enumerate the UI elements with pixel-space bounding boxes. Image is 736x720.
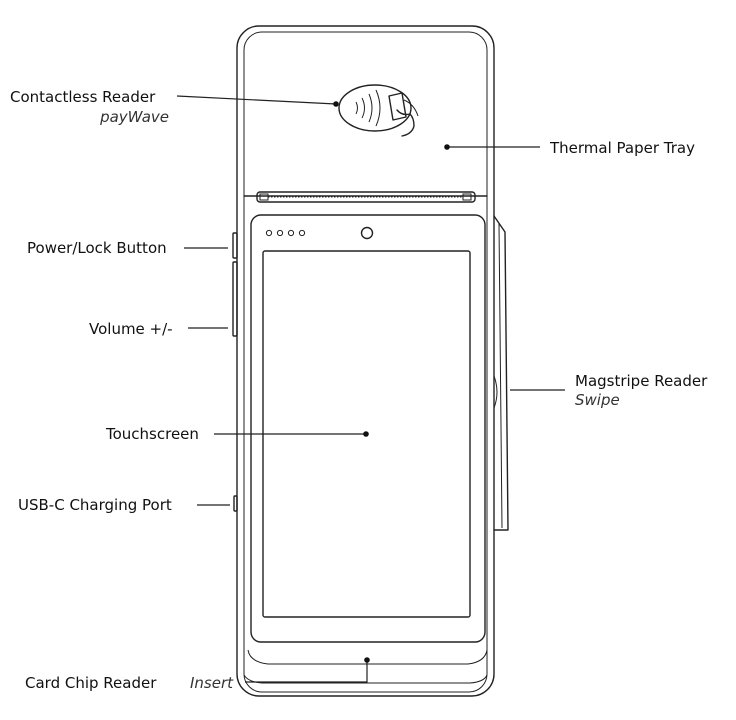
pos-terminal [232, 25, 509, 697]
label-touchscreen: Touchscreen [105, 425, 199, 443]
label-usb-c-port: USB-C Charging Port [18, 496, 172, 514]
device-chin [247, 649, 488, 665]
usb-c-port [233, 495, 238, 512]
label-card-chip-reader-sub: Insert [190, 674, 234, 692]
screen-bezel [250, 214, 486, 643]
front-camera-icon [360, 226, 374, 240]
label-card-chip-reader: Card Chip Reader [25, 674, 157, 692]
indicator-lights [265, 229, 306, 237]
device-inner-shell [243, 31, 488, 693]
magstripe-slot [493, 215, 509, 531]
label-thermal-paper-tray: Thermal Paper Tray [549, 139, 695, 157]
callout-labels: Contactless Reader payWave Thermal Paper… [10, 88, 708, 692]
label-volume: Volume +/- [89, 320, 173, 338]
label-contactless-reader: Contactless Reader [10, 88, 156, 106]
paper-tear-bar [256, 191, 476, 203]
device-outer-shell [236, 25, 495, 697]
label-power-lock-button: Power/Lock Button [27, 239, 167, 257]
contactless-tap-icon [338, 84, 419, 137]
power-lock-button[interactable] [232, 232, 238, 259]
volume-button[interactable] [232, 261, 238, 337]
leader-lines [176, 95, 565, 683]
label-magstripe-reader-sub: Swipe [575, 391, 620, 409]
label-contactless-reader-sub: payWave [99, 108, 169, 126]
label-magstripe-reader: Magstripe Reader [575, 372, 708, 390]
